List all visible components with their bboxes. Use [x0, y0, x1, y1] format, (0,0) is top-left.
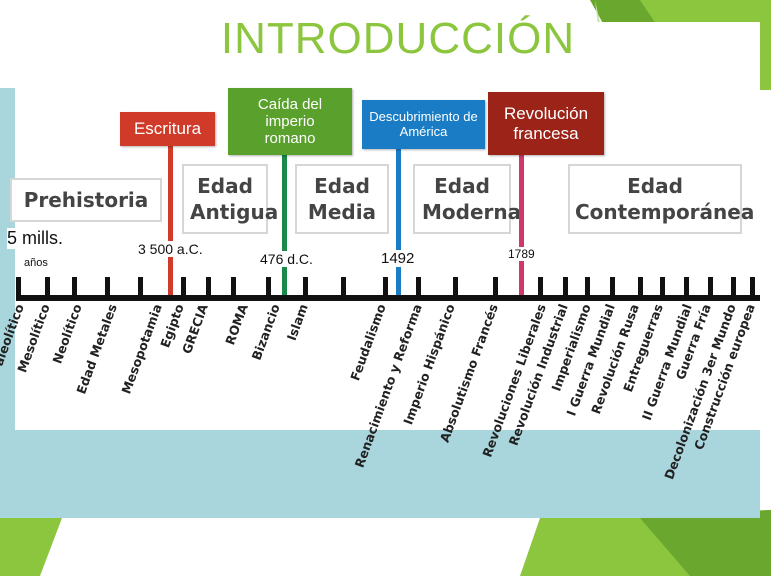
event-line-escritura — [168, 146, 173, 298]
period-edad-moderna: Edad Moderna — [413, 164, 522, 234]
event-label: Caída del imperio romano — [257, 95, 323, 148]
event-line-revolucion — [519, 155, 524, 298]
period-prehistoria: Prehistoria — [10, 178, 162, 222]
event-line-descubrimiento — [396, 149, 401, 298]
start-value: 5 mills. — [7, 228, 64, 249]
event-revolucion-francesa: Revolución francesa — [488, 92, 604, 155]
event-line-caida — [282, 155, 287, 298]
date-escritura: 3 500 a.C. — [138, 241, 203, 257]
date-descubrimiento: 1492 — [381, 250, 415, 267]
event-caida-imperio-romano: Caída del imperio romano — [228, 88, 352, 155]
period-edad-antigua: Edad Antigua — [182, 164, 279, 234]
event-label: Revolución francesa — [503, 103, 589, 143]
period-label: Edad Moderna — [422, 174, 522, 224]
event-escritura: Escritura — [120, 112, 215, 146]
period-edad-contemporanea: Edad Contemporánea — [568, 164, 755, 234]
event-label: Descubrimiento de América — [369, 108, 478, 139]
start-unit: años — [24, 257, 48, 269]
event-descubrimiento-america: Descubrimiento de América — [362, 100, 485, 149]
date-caida: 476 d.C. — [260, 251, 313, 267]
period-label: Edad Antigua — [190, 174, 279, 224]
period-edad-media: Edad Media — [295, 164, 389, 234]
date-revolucion: 1789 — [508, 247, 535, 261]
slide-title: INTRODUCCIÓN — [220, 14, 576, 63]
period-label: Edad Media — [307, 174, 377, 224]
period-label: Edad Contemporánea — [575, 174, 755, 224]
